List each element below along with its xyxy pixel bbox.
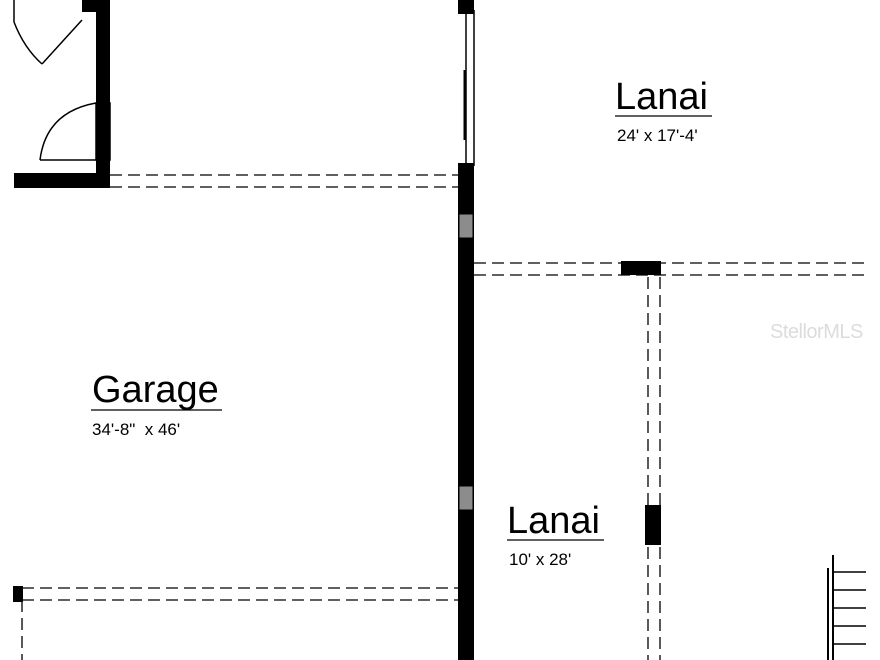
dashed-beam-garage-top	[110, 174, 460, 188]
dashed-beam-lanai-divider	[474, 262, 866, 276]
room-title: Lanai	[507, 500, 600, 542]
room-title: Garage	[92, 369, 219, 411]
stairs	[827, 555, 866, 660]
wall-column-upper	[458, 213, 474, 239]
room-label-lanai-top: Lanai 24' x 17'-4'	[615, 76, 712, 145]
dashed-beam-garage-bottom	[21, 587, 458, 660]
room-dimensions: 34'-8" x 46'	[92, 420, 180, 439]
door-swing-upper	[13, 0, 83, 65]
upper-left-walls	[14, 0, 110, 188]
central-wall	[458, 0, 474, 660]
room-label-lanai-bottom: Lanai 10' x 28'	[507, 500, 604, 569]
post-top	[621, 261, 661, 275]
post-middle	[645, 505, 661, 545]
sliding-door	[463, 10, 475, 166]
wall-column-lower	[458, 485, 474, 511]
room-title: Lanai	[615, 76, 708, 118]
room-dimensions: 10' x 28'	[509, 550, 571, 569]
post-bottom-left	[13, 586, 23, 602]
watermark-text: StellorMLS	[770, 321, 863, 343]
room-dimensions: 24' x 17'-4'	[617, 126, 698, 145]
door-swing-lower	[39, 102, 111, 161]
room-label-garage: Garage 34'-8" x 46'	[91, 369, 222, 439]
dashed-beam-vertical-right	[647, 277, 661, 660]
